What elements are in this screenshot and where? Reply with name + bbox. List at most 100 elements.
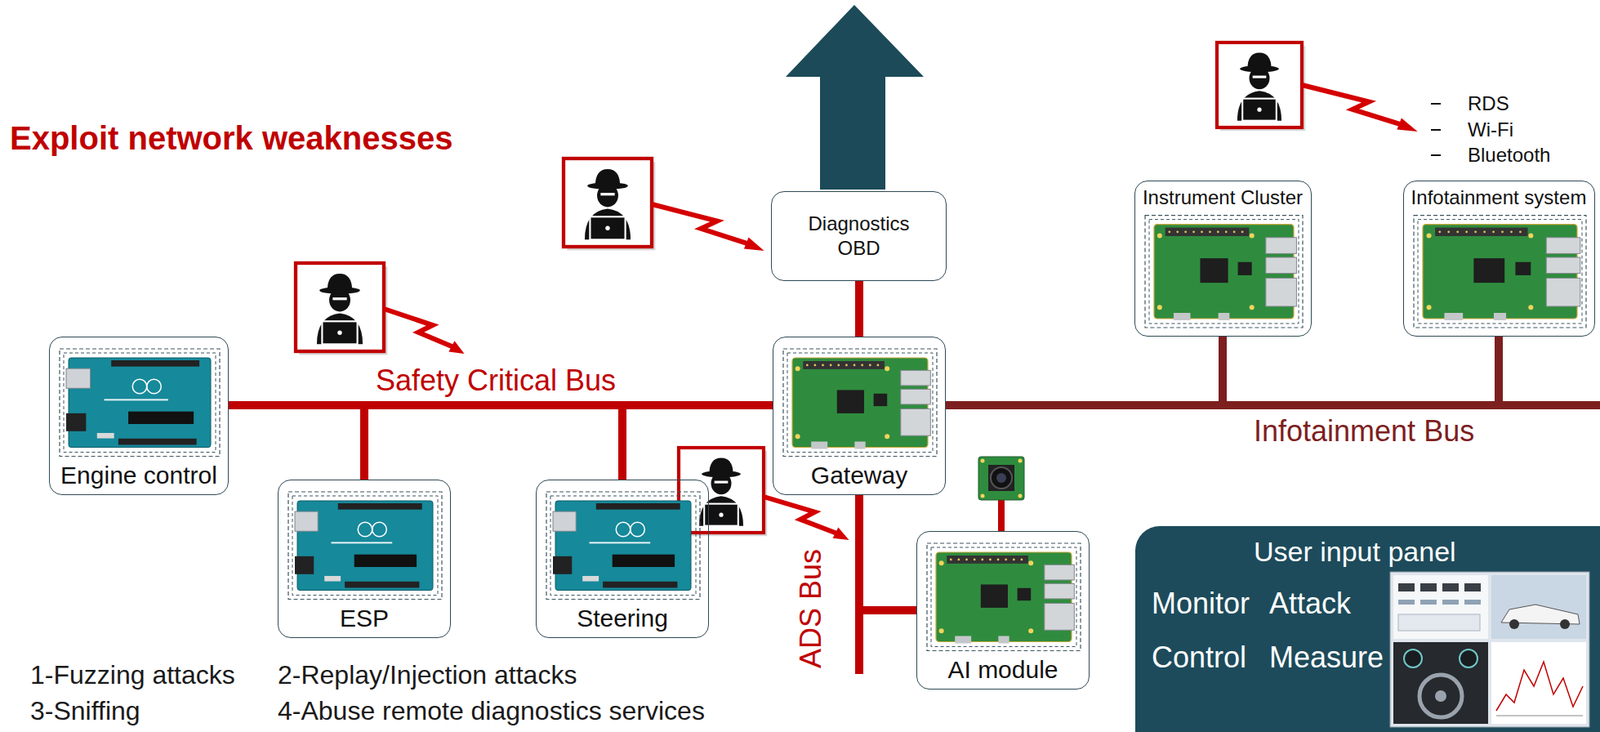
label-slot: Bluetooth (1467, 143, 1551, 167)
interface-label: Wi-Fi (1467, 118, 1514, 142)
control-widget (1398, 583, 1415, 592)
panel-slot: Measure (1269, 640, 1384, 674)
audio-port (998, 636, 1009, 644)
usb-port (1044, 564, 1075, 580)
board-logo (615, 521, 631, 537)
ecu-box: ESP (277, 479, 451, 638)
gpio-pin (1167, 230, 1171, 233)
gpio-pin (980, 558, 984, 562)
label-slot: Steering (536, 604, 709, 633)
mounting-hole (1528, 232, 1534, 238)
gpio-pin (1501, 230, 1504, 233)
usb-port (294, 511, 318, 531)
bus-line (855, 280, 864, 337)
panel-slot: User input panel (1253, 535, 1457, 568)
screenshot-pane (1491, 574, 1587, 639)
gpio-pin (949, 558, 953, 562)
usb-port (552, 511, 576, 531)
chip (1017, 588, 1032, 601)
mounting-hole (795, 433, 801, 439)
board-logo (372, 521, 388, 537)
gpio-pin (860, 364, 864, 367)
processor (980, 583, 1008, 607)
screenshot (1390, 571, 1590, 727)
panel-option: Attack (1269, 586, 1351, 620)
camera-hole (980, 494, 985, 499)
gpio-pin (1012, 558, 1016, 562)
board-frame (546, 491, 700, 600)
gpio-header (1164, 227, 1249, 237)
pin-header (338, 503, 423, 510)
hacker-body (1237, 90, 1282, 121)
board-print (331, 541, 393, 544)
screenshot-pane (1393, 641, 1489, 724)
gpio-pin (1465, 230, 1468, 233)
title-slot: Exploit network weaknesses (9, 119, 453, 157)
laptop (589, 216, 625, 240)
pin-header (596, 503, 681, 510)
pin-header (344, 581, 419, 589)
board-frame (59, 348, 220, 457)
mounting-hole (1248, 232, 1254, 238)
label-slot: Wi-Fi (1467, 118, 1514, 142)
car-wheel (1559, 619, 1570, 629)
ecu-box: Instrument Cluster (1134, 180, 1312, 337)
gpio-pin (1192, 230, 1195, 233)
lightning-bolt (1301, 84, 1407, 126)
gpio-pin (1510, 230, 1513, 233)
laptop-logo (337, 330, 342, 335)
mounting-hole (939, 560, 945, 566)
node-label: ESP (339, 604, 389, 633)
mounting-hole (1028, 560, 1034, 566)
chip (873, 393, 888, 406)
label-slot: Gateway (773, 461, 945, 491)
ethernet-port (1265, 277, 1297, 307)
bus-line (622, 405, 773, 480)
mounting-hole (884, 433, 890, 439)
label-slot: Infotainment system (1403, 186, 1595, 210)
label-slot: ADS Bus (796, 548, 826, 669)
label-slot: Diagnostics OBD (771, 211, 946, 261)
label-slot: AI module (917, 655, 1089, 685)
diagnostics-box: Diagnostics OBD (771, 191, 947, 281)
hacker-icon (563, 158, 656, 250)
ecu-box: Infotainment system (1403, 180, 1596, 337)
steering-hub (1435, 690, 1447, 702)
graph-axis (1496, 715, 1583, 717)
user-panel: User input panelMonitorAttackControlMeas… (1135, 525, 1600, 732)
board-logo (357, 521, 373, 537)
gpio-pin (813, 364, 816, 367)
chip (1237, 262, 1252, 276)
board-frame (288, 491, 442, 600)
power-jack (552, 556, 572, 575)
board-frame (1145, 215, 1303, 328)
control-widget (1398, 614, 1480, 631)
hacker-eyes (714, 481, 729, 484)
mounting-hole (1426, 304, 1431, 310)
hacker-eyes (600, 192, 615, 196)
usb-port (1265, 237, 1297, 255)
ecu-box: Steering (535, 479, 709, 638)
lightning-bolt (763, 496, 842, 535)
board-print (589, 541, 651, 544)
label-slot: 2-Replay/Injection attacks (277, 659, 577, 691)
gpio-pin (1438, 230, 1441, 233)
usb-port (1044, 583, 1075, 599)
board-frame (292, 495, 438, 596)
crystal (97, 432, 115, 439)
camera-lens (990, 467, 1012, 489)
gpio-pin (1447, 230, 1450, 233)
gpio-pin (1232, 230, 1235, 233)
camera-cable (998, 497, 1005, 531)
car-wheel (1509, 619, 1520, 629)
hacker-icon (1216, 42, 1306, 131)
laptop (704, 503, 739, 526)
camera-hole (1018, 459, 1023, 464)
gpio-pin (1224, 230, 1227, 233)
label-slot: 4-Abuse remote diagnostics services (277, 695, 705, 727)
mounting-hole (1426, 232, 1431, 238)
usb-port (1265, 257, 1297, 274)
gpio-pin (1216, 230, 1219, 233)
attack-type: 1-Fuzzing attacks (30, 659, 236, 691)
